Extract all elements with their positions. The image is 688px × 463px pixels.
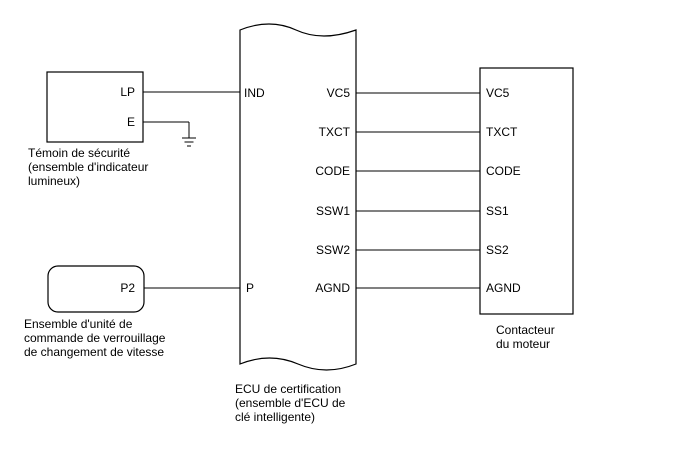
- switch-pin-vc5: VC5: [486, 86, 510, 100]
- switch-caption-line-1: Contacteur: [496, 323, 555, 337]
- security-indicator-box: [46, 71, 144, 143]
- switch-pin-ss1: SS1: [486, 204, 509, 218]
- indicator-pin-e: E: [127, 115, 135, 129]
- ecu-box: [239, 23, 357, 371]
- ecu-pin-txct: TXCT: [319, 125, 351, 139]
- ecu-pin-agnd: AGND: [315, 281, 350, 295]
- shift-lock-caption-line-3: de changement de vitesse: [24, 345, 164, 359]
- switch-pin-ss2: SS2: [486, 243, 509, 257]
- ecu-caption-line-1: ECU de certification: [235, 382, 341, 396]
- indicator-pin-lp: LP: [120, 85, 135, 99]
- shift-lock-pin-p2: P2: [120, 281, 135, 295]
- shift-lock-caption-line-1: Ensemble d'unité de: [24, 317, 133, 331]
- ecu-caption-line-3: clé intelligente): [235, 410, 315, 424]
- switch-pin-code: CODE: [486, 164, 521, 178]
- ecu-caption-line-2: (ensemble d'ECU de: [235, 396, 346, 410]
- ecu-pin-ind: IND: [244, 86, 265, 100]
- ecu-pin-p: P: [246, 281, 254, 295]
- indicator-caption-line-1: Témoin de sécurité: [28, 146, 130, 160]
- ecu-pin-code: CODE: [315, 164, 350, 178]
- ecu-pin-ssw1: SSW1: [316, 204, 350, 218]
- indicator-caption-line-2: (ensemble d'indicateur: [28, 160, 148, 174]
- shift-lock-caption-line-2: commande de verrouillage: [24, 331, 166, 345]
- switch-pin-agnd: AGND: [486, 281, 521, 295]
- switch-caption-line-2: du moteur: [496, 337, 550, 351]
- ecu-pin-ssw2: SSW2: [316, 243, 350, 257]
- indicator-caption-line-3: lumineux): [28, 174, 80, 188]
- engine-switch-box: [479, 67, 574, 315]
- shift-lock-unit-box: [47, 265, 145, 313]
- ecu-pin-vc5: VC5: [327, 86, 351, 100]
- switch-pin-txct: TXCT: [486, 125, 518, 139]
- ground-icon: [182, 122, 196, 147]
